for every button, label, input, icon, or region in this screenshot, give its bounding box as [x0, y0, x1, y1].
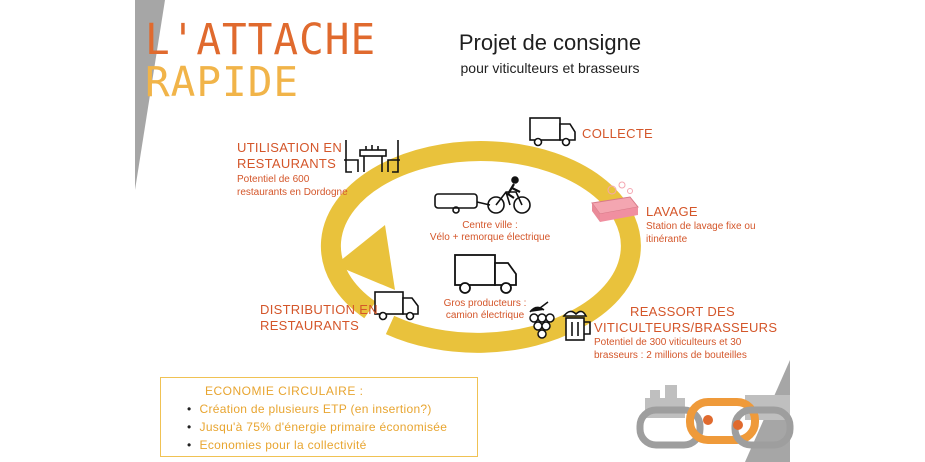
reassort-note-2: brasseurs : 2 millions de bouteilles [594, 350, 747, 361]
economie-item-1: Création de plusieurs ETP (en insertion?… [199, 402, 432, 416]
truck-caption-2: camion électrique [445, 310, 525, 321]
list-item: • Création de plusieurs ETP (en insertion… [187, 400, 447, 418]
table-chairs-icon [344, 140, 400, 173]
economie-list: • Création de plusieurs ETP (en insertion… [187, 400, 447, 454]
reassort-label-2: VITICULTEURS/BRASSEURS [594, 320, 778, 335]
lavage-label: LAVAGE [646, 204, 698, 219]
bullet: • [187, 438, 192, 452]
cycle-ring [320, 141, 641, 329]
bullet: • [187, 420, 192, 434]
distribution-truck-icon [374, 291, 419, 321]
utilisation-label-1: UTILISATION EN [237, 140, 343, 155]
bike-caption-1: Centre ville : [462, 220, 518, 231]
lavage-note-2: itinérante [646, 234, 688, 245]
distribution-label-2: RESTAURANTS [260, 318, 360, 333]
economie-item-3: Economies pour la collectivité [199, 438, 367, 452]
page-subtitle: pour viticulteurs et brasseurs [460, 60, 640, 76]
economie-item-2: Jusqu'à 75% d'énergie primaire économisé… [199, 420, 448, 434]
utilisation-note-2: restaurants en Dordogne [237, 187, 348, 198]
cycle-ring-bottom [385, 311, 580, 353]
beer-mug-icon [562, 310, 591, 341]
economie-title: ECONOMIE CIRCULAIRE : [205, 384, 364, 398]
logo-line2: RAPIDE [145, 58, 300, 106]
distribution-label-1: DISTRIBUTION EN [260, 302, 378, 317]
economie-box: ECONOMIE CIRCULAIRE : • Création de plusi… [160, 377, 478, 457]
lavage-note-1: Station de lavage fixe ou [646, 221, 756, 232]
grey-corner-shape [135, 0, 165, 190]
bullet: • [187, 402, 192, 416]
bicycle-trailer-icon [434, 176, 531, 214]
reassort-label-1: REASSORT DES [630, 304, 735, 319]
reassort-note-1: Potentiel de 300 viticulteurs et 30 [594, 337, 742, 348]
list-item: • Economies pour la collectivité [187, 436, 447, 454]
list-item: • Jusqu'à 75% d'énergie primaire économis… [187, 418, 447, 436]
collecte-label: COLLECTE [582, 126, 654, 141]
page-title: Projet de consigne [458, 30, 642, 55]
truck-icon [529, 117, 576, 147]
grapes-icon [529, 301, 555, 339]
truck-caption-1: Gros producteurs : [443, 298, 527, 309]
soap-icon [591, 181, 639, 222]
big-truck-icon [454, 254, 517, 294]
bike-caption-2: Vélo + remorque électrique [429, 232, 551, 243]
chain-link-icon [636, 385, 794, 449]
utilisation-note-1: Potentiel de 600 [237, 174, 310, 185]
cycle-arrowhead [335, 225, 395, 290]
utilisation-label-2: RESTAURANTS [237, 156, 337, 171]
logo-line1: L'ATTACHE [145, 14, 377, 65]
